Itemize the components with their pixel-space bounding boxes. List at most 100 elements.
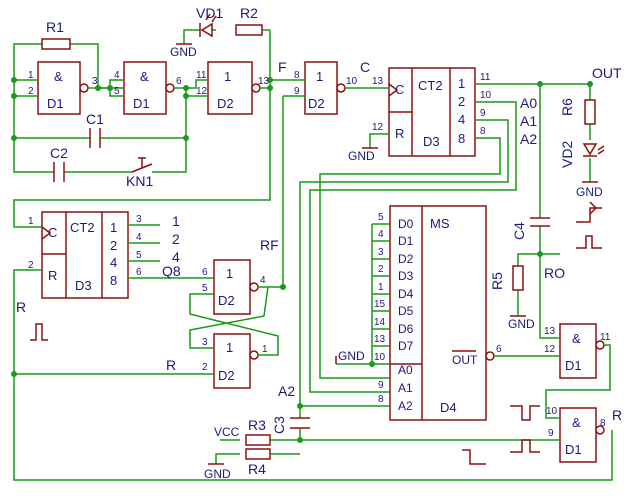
svg-text:4: 4	[110, 255, 117, 270]
svg-text:OUT: OUT	[452, 353, 478, 367]
svg-text:VCC: VCC	[214, 425, 240, 439]
svg-text:1: 1	[226, 266, 233, 281]
svg-text:KN1: KN1	[126, 173, 153, 189]
svg-text:D4: D4	[440, 400, 457, 415]
svg-text:8: 8	[480, 126, 486, 137]
gate-d1-a: & D1	[37, 61, 81, 115]
svg-text:RO: RO	[544, 265, 565, 281]
svg-text:4: 4	[114, 70, 120, 81]
svg-text:R4: R4	[248, 461, 266, 477]
svg-text:13: 13	[258, 76, 270, 87]
svg-text:9: 9	[378, 380, 384, 391]
svg-text:14: 14	[374, 317, 386, 328]
svg-text:A1: A1	[520, 113, 537, 129]
svg-text:13: 13	[374, 334, 386, 345]
svg-text:C: C	[360, 59, 370, 75]
svg-text:OUT: OUT	[592, 65, 622, 81]
inversion-bubble	[165, 83, 175, 93]
svg-text:9: 9	[480, 108, 486, 119]
svg-text:C: C	[395, 82, 404, 97]
svg-text:1: 1	[110, 220, 117, 235]
svg-text:&: &	[140, 69, 149, 84]
svg-text:R: R	[48, 268, 57, 283]
svg-text:GND: GND	[576, 185, 603, 199]
gate-d1-c: & D1	[559, 323, 597, 379]
svg-text:D3: D3	[423, 134, 440, 149]
counter-d3-top: CT2 D3 C R 1 2 4 8	[388, 67, 476, 157]
svg-text:3: 3	[136, 214, 142, 225]
svg-text:1: 1	[458, 76, 465, 91]
svg-text:12: 12	[544, 344, 556, 355]
svg-text:R2: R2	[240, 5, 258, 21]
svg-text:1: 1	[28, 216, 34, 227]
svg-text:4: 4	[458, 112, 465, 127]
svg-text:R: R	[612, 407, 622, 423]
svg-text:10: 10	[546, 406, 558, 417]
svg-text:4: 4	[378, 229, 384, 240]
resistor-r1	[41, 38, 71, 50]
svg-text:9: 9	[548, 428, 554, 439]
svg-text:D1: D1	[565, 358, 582, 373]
svg-text:D2: D2	[218, 293, 235, 308]
svg-text:8: 8	[600, 418, 606, 429]
svg-text:8: 8	[294, 70, 300, 81]
svg-text:R: R	[395, 126, 404, 141]
svg-text:4: 4	[172, 249, 180, 265]
capacitor-c1	[89, 128, 101, 148]
svg-text:11: 11	[196, 70, 207, 81]
svg-text:C2: C2	[50, 145, 68, 161]
svg-text:13: 13	[372, 76, 384, 87]
svg-text:GND: GND	[338, 349, 365, 363]
svg-text:12: 12	[372, 122, 384, 133]
resistor-r2	[235, 24, 263, 36]
svg-text:2: 2	[28, 260, 34, 271]
svg-text:5: 5	[136, 250, 142, 261]
memory-d4: MS D4 D0 D1 D2 D3 D4 D5 D6 D7 A0 A1 A2 O…	[389, 205, 487, 421]
svg-text:D1: D1	[565, 442, 582, 457]
svg-text:C4: C4	[511, 222, 527, 240]
gate-d2-r: 1 D2	[213, 333, 251, 389]
svg-text:3: 3	[378, 247, 384, 258]
capacitor-c2	[53, 162, 65, 182]
svg-text:CT2: CT2	[418, 78, 443, 93]
inversion-bubble	[79, 83, 89, 93]
svg-text:D2: D2	[308, 96, 325, 111]
svg-text:1: 1	[316, 69, 323, 84]
svg-text:D3: D3	[75, 278, 92, 293]
svg-text:D0: D0	[398, 217, 414, 231]
svg-text:R3: R3	[248, 417, 266, 433]
svg-text:R1: R1	[46, 19, 64, 35]
gate-d1-b: & D1	[123, 61, 167, 115]
svg-text:1: 1	[172, 213, 180, 229]
svg-text:9: 9	[294, 86, 300, 97]
svg-text:1: 1	[224, 69, 231, 84]
svg-text:D6: D6	[398, 322, 414, 336]
resistor-r5	[512, 265, 524, 291]
svg-text:RF: RF	[260, 237, 279, 253]
svg-text:D1: D1	[398, 234, 414, 248]
svg-text:2: 2	[458, 94, 465, 109]
svg-text:C3: C3	[271, 416, 287, 434]
svg-text:8: 8	[110, 273, 117, 288]
svg-text:6: 6	[202, 267, 208, 278]
svg-text:3: 3	[202, 337, 208, 348]
svg-text:6: 6	[176, 76, 182, 87]
svg-text:&: &	[572, 415, 581, 430]
svg-text:GND: GND	[204, 467, 231, 481]
svg-text:F: F	[278, 59, 287, 75]
gate-d2-b: 1 D2	[304, 61, 338, 115]
svg-text:11: 11	[480, 72, 491, 83]
waveform-icons	[30, 201, 602, 465]
svg-text:R: R	[16, 299, 26, 315]
svg-text:D2: D2	[217, 96, 234, 111]
svg-text:8: 8	[458, 131, 465, 146]
svg-text:MS: MS	[430, 216, 450, 231]
svg-text:2: 2	[378, 264, 384, 275]
svg-text:CT2: CT2	[70, 220, 95, 235]
svg-text:2: 2	[28, 86, 34, 97]
pin-numbers: 1 2 3 4 5 6 11 12 13 8 9 10 13 12 11 10 …	[28, 70, 611, 439]
svg-text:6: 6	[136, 267, 142, 278]
svg-text:GND: GND	[348, 149, 375, 163]
svg-text:&: &	[54, 69, 63, 84]
